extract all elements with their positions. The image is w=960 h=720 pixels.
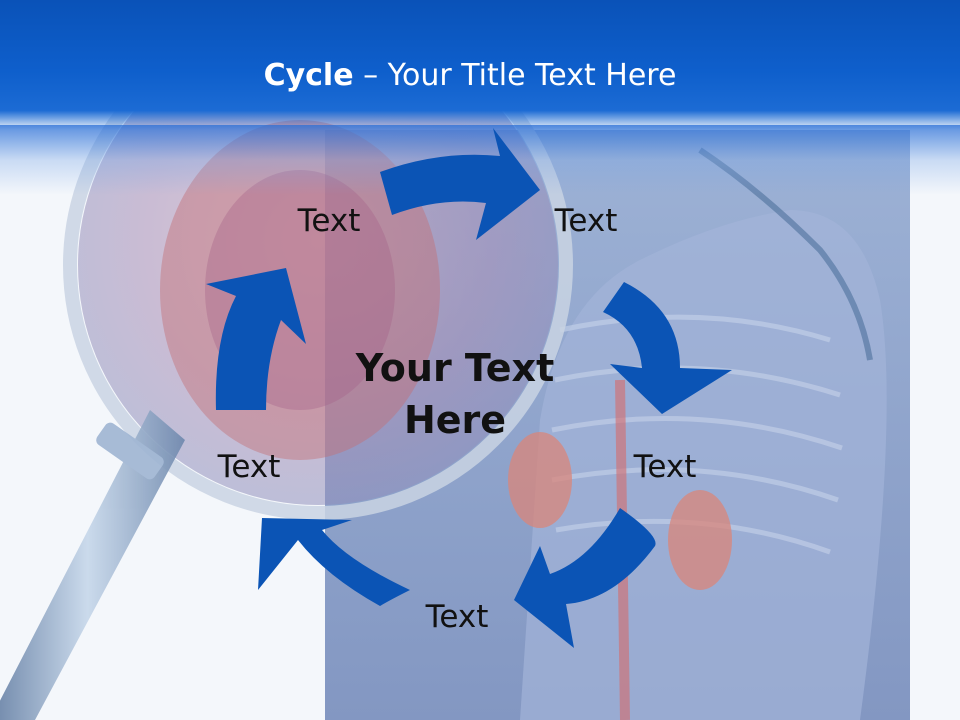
cycle-label-1: Text xyxy=(297,203,361,239)
cycle-arrow-1 xyxy=(380,128,540,240)
cycle-label-5: Text xyxy=(217,449,281,485)
magnifier-handle xyxy=(0,410,185,720)
torso-shape xyxy=(520,210,887,720)
cycle-arrow-3 xyxy=(514,508,656,648)
title-bar xyxy=(0,0,960,130)
center-text: Your Text Here xyxy=(355,346,555,442)
cycle-label-4: Text xyxy=(425,599,489,635)
cycle-label-2: Text xyxy=(554,203,618,239)
title-rest: – Your Title Text Here xyxy=(353,58,677,93)
cycle-arrow-2 xyxy=(603,282,732,414)
title-bold: Cycle xyxy=(263,58,354,93)
cycle-arrow-4 xyxy=(258,518,410,606)
kidney-left xyxy=(508,432,572,528)
slide-title: Cycle – Your Title Text Here xyxy=(0,56,940,96)
kidney-right xyxy=(668,490,732,590)
cycle-label-3: Text xyxy=(633,449,697,485)
cycle-arrow-5 xyxy=(206,268,306,410)
